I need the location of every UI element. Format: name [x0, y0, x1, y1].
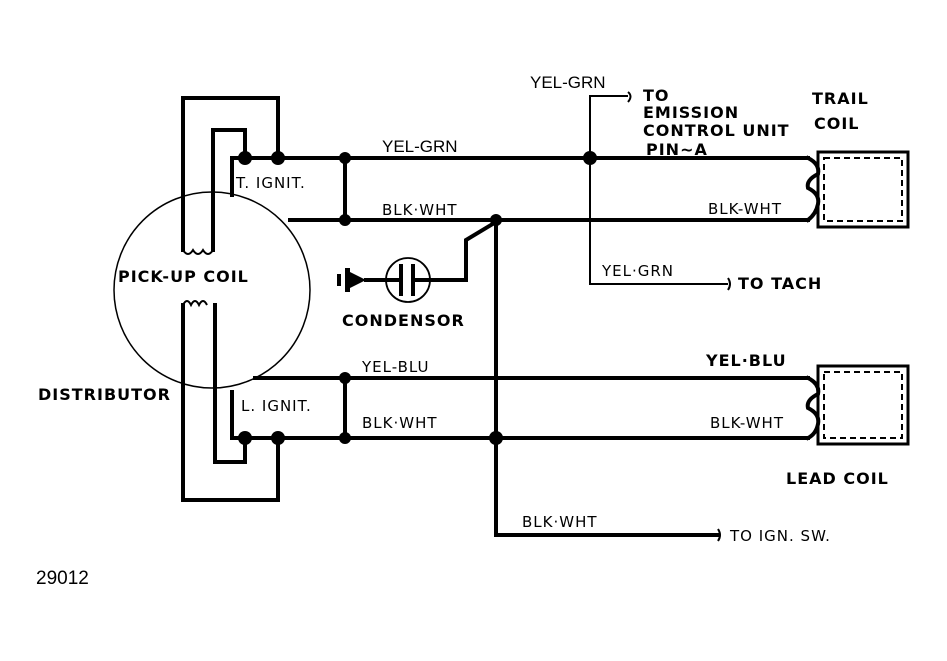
lead-coil-label: LEAD COIL	[786, 469, 889, 488]
trail-coil-label-2: COIL	[814, 114, 860, 133]
wire-label-blk-wht-top: BLK·WHT	[382, 201, 458, 219]
tach-label: TO TACH	[738, 274, 822, 293]
upper-coil-leads	[181, 96, 280, 255]
ign-sw-wire	[494, 218, 720, 537]
l-ignit-label: L. IGNIT.	[241, 397, 312, 415]
ign-sw-label: TO IGN. SW.	[729, 527, 831, 545]
junction-dots	[238, 151, 597, 445]
wire-label-yel-blu-left: YEL-BLU	[361, 358, 430, 376]
wire-label-yel-grn-emission: YEL-GRN	[530, 73, 606, 92]
pickup-coil-label: PICK-UP COIL	[118, 267, 249, 286]
lead-coil	[805, 364, 910, 446]
wire-label-blk-wht-lower-left: BLK·WHT	[362, 414, 438, 432]
emission-label-1: TO	[643, 86, 670, 105]
tach-branch	[589, 158, 728, 285]
distributor-label: DISTRIBUTOR	[38, 385, 171, 404]
condensor-label: CONDENSOR	[342, 311, 465, 330]
figure-number: 29012	[36, 568, 89, 589]
wire-label-yel-grn-tach: YEL·GRN	[601, 262, 674, 280]
trail-coil-label-1: TRAIL	[812, 89, 869, 108]
wire-label-blk-wht-ign-sw: BLK·WHT	[522, 513, 598, 531]
wire-label-blk-wht-lower-right: BLK-WHT	[710, 414, 784, 432]
trail-coil	[805, 150, 910, 229]
emission-branch	[589, 95, 628, 158]
wire-label-blk-wht-trail: BLK-WHT	[708, 200, 782, 218]
condensor-symbol	[337, 219, 499, 303]
wire-label-yel-blu-right: YEL·BLU	[705, 351, 787, 370]
wire-label-yel-grn-top: YEL-GRN	[382, 137, 458, 156]
emission-label-2: EMISSION	[643, 103, 739, 122]
emission-label-3: CONTROL UNIT	[643, 121, 790, 140]
emission-label-4: PIN~A	[646, 140, 708, 159]
t-ignit-label: T. IGNIT.	[235, 174, 306, 192]
